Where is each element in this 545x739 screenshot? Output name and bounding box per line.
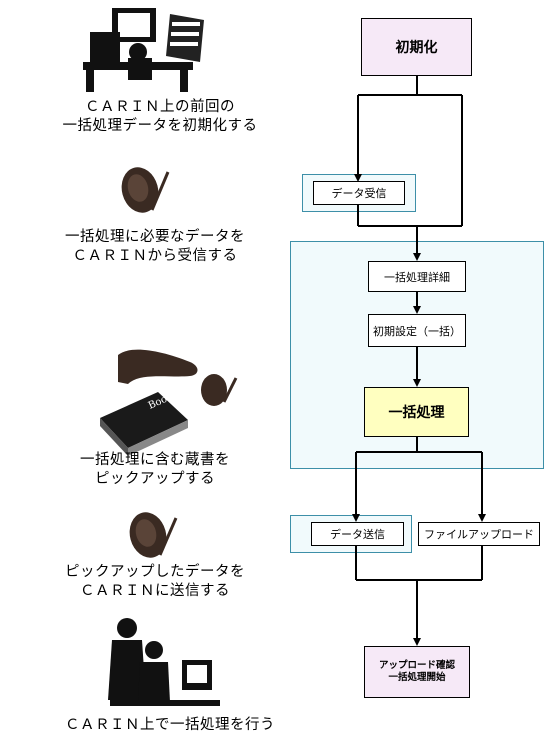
receive-box: データ受信 — [313, 181, 405, 205]
file-upload-box: ファイルアップロード — [418, 522, 540, 546]
caption-receive-line1: 一括処理に必要なデータを — [65, 229, 245, 245]
handheld-scanner-icon-2 — [129, 512, 178, 558]
computer-workstation-icon — [83, 8, 204, 92]
caption-receive: 一括処理に必要なデータを ＣＡＲＩＮから受信する — [30, 228, 280, 266]
caption-batch-execute-line1: ＣＡＲＩＮ上で一括処理を行う — [65, 717, 275, 733]
caption-initialize: ＣＡＲＩＮ上の前回の 一括処理データを初期化する — [40, 98, 280, 136]
caption-initialize-line1: ＣＡＲＩＮ上の前回の — [85, 99, 235, 115]
batch-process-label: 一括処理 — [388, 405, 445, 421]
batch-detail-label: 一括処理詳細 — [384, 270, 450, 284]
upload-confirm-box: アップロード確認 一括処理開始 — [364, 646, 470, 698]
batch-start-label: 一括処理開始 — [388, 672, 446, 683]
upload-confirm-label: アップロード確認 — [378, 660, 455, 671]
caption-initialize-line2: 一括処理データを初期化する — [62, 118, 258, 134]
handheld-scanner-icon — [121, 167, 170, 213]
users-at-computer-icon — [108, 618, 220, 706]
initial-setup-box: 初期設定（一括） — [368, 314, 466, 347]
caption-send-line2: ＣＡＲＩＮに送信する — [80, 583, 230, 599]
send-box: データ送信 — [311, 522, 404, 546]
batch-process-box: 一括処理 — [364, 387, 469, 437]
file-upload-label: ファイルアップロード — [424, 528, 534, 541]
caption-pickup-line2: ピックアップする — [95, 471, 215, 487]
caption-receive-line2: ＣＡＲＩＮから受信する — [72, 248, 238, 264]
init-label: 初期化 — [395, 40, 438, 56]
receive-label: データ受信 — [331, 187, 387, 200]
send-label: データ送信 — [330, 528, 385, 541]
caption-send: ピックアップしたデータを ＣＡＲＩＮに送信する — [30, 563, 280, 601]
init-box: 初期化 — [361, 18, 472, 76]
caption-pickup: 一括処理に含む蔵書を ピックアップする — [30, 451, 280, 489]
caption-batch-execute: ＣＡＲＩＮ上で一括処理を行う — [40, 716, 300, 735]
caption-send-line1: ピックアップしたデータを — [65, 564, 245, 580]
book-and-scanner-icon: Book — [100, 349, 238, 456]
batch-detail-box: 一括処理詳細 — [368, 261, 466, 292]
caption-pickup-line1: 一括処理に含む蔵書を — [80, 452, 230, 468]
initial-setup-label: 初期設定（一括） — [373, 324, 461, 338]
